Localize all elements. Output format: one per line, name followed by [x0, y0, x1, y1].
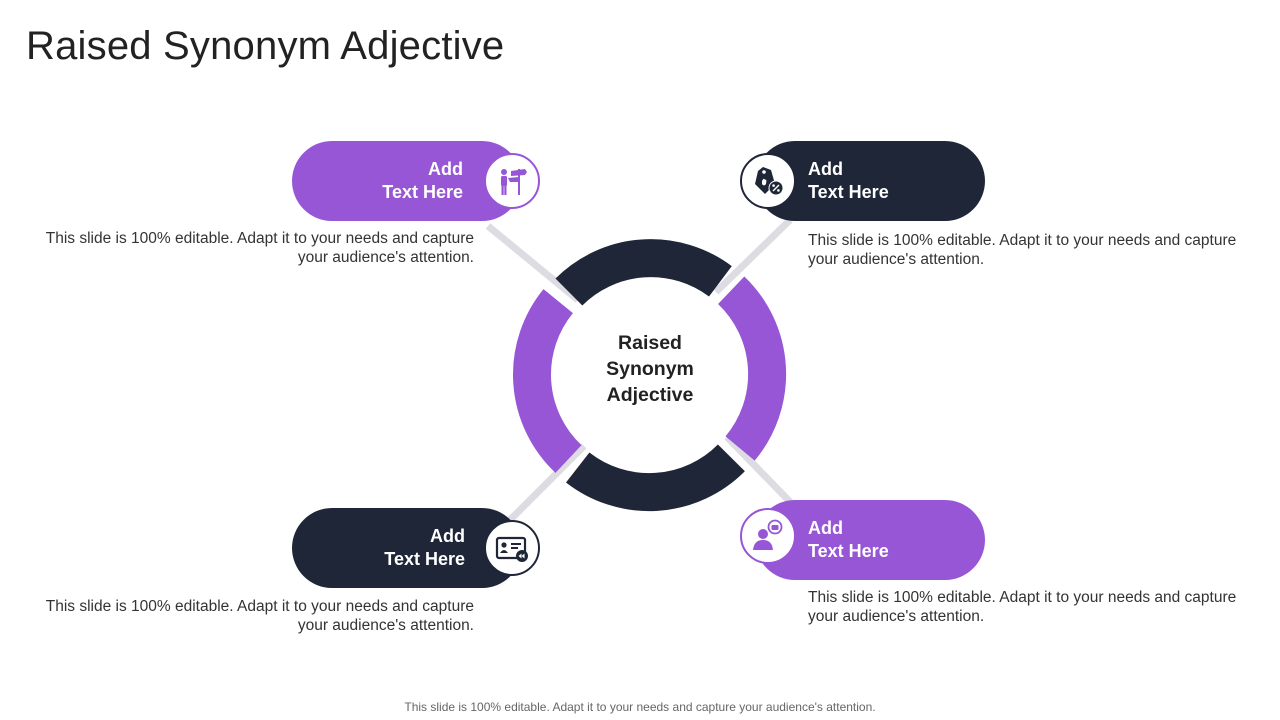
pill-top-left-line1: Add — [428, 159, 463, 179]
pill-bottom-right-line1: Add — [808, 518, 843, 538]
ring-segment-left — [513, 289, 582, 473]
icon-circle-bottom-left — [484, 520, 540, 576]
id-card-icon — [495, 536, 528, 562]
center-label-line1: Raised — [618, 332, 682, 354]
description-bottom-right: This slide is 100% editable. Adapt it to… — [808, 589, 1237, 625]
center-label-line3: Adjective — [606, 384, 694, 406]
ring — [513, 239, 787, 512]
pill-bottom-left: Add Text Here — [292, 508, 522, 588]
ring-segment-top — [555, 239, 732, 306]
icon-circle-top-right — [740, 153, 796, 209]
pill-top-left-line2: Text Here — [382, 182, 463, 202]
pill-top-right-line1: Add — [808, 159, 843, 179]
icon-circle-top-left — [484, 153, 540, 209]
icon-circle-bottom-right — [740, 508, 796, 564]
center-label: Raised Synonym Adjective — [565, 330, 735, 408]
description-top-left: This slide is 100% editable. Adapt it to… — [45, 230, 474, 266]
description-bottom-left: This slide is 100% editable. Adapt it to… — [45, 598, 474, 634]
description-top-right: This slide is 100% editable. Adapt it to… — [808, 232, 1237, 268]
pill-top-right-line2: Text Here — [808, 182, 889, 202]
page-title: Raised Synonym Adjective — [26, 24, 505, 68]
ring-segment-right — [717, 276, 787, 461]
pill-top-left: Add Text Here — [292, 141, 522, 221]
center-label-line2: Synonym — [606, 358, 694, 380]
person-chat-icon — [753, 519, 783, 550]
ring-segment-bottom — [566, 444, 745, 512]
pill-bottom-left-line2: Text Here — [384, 549, 465, 569]
connector-lines — [485, 217, 798, 525]
pill-bottom-right-line2: Text Here — [808, 541, 889, 561]
pill-bottom-left-line1: Add — [430, 526, 465, 546]
footer-note: This slide is 100% editable. Adapt it to… — [404, 700, 876, 714]
discount-tag-icon — [755, 167, 784, 196]
signpost-person-icon — [501, 169, 527, 195]
